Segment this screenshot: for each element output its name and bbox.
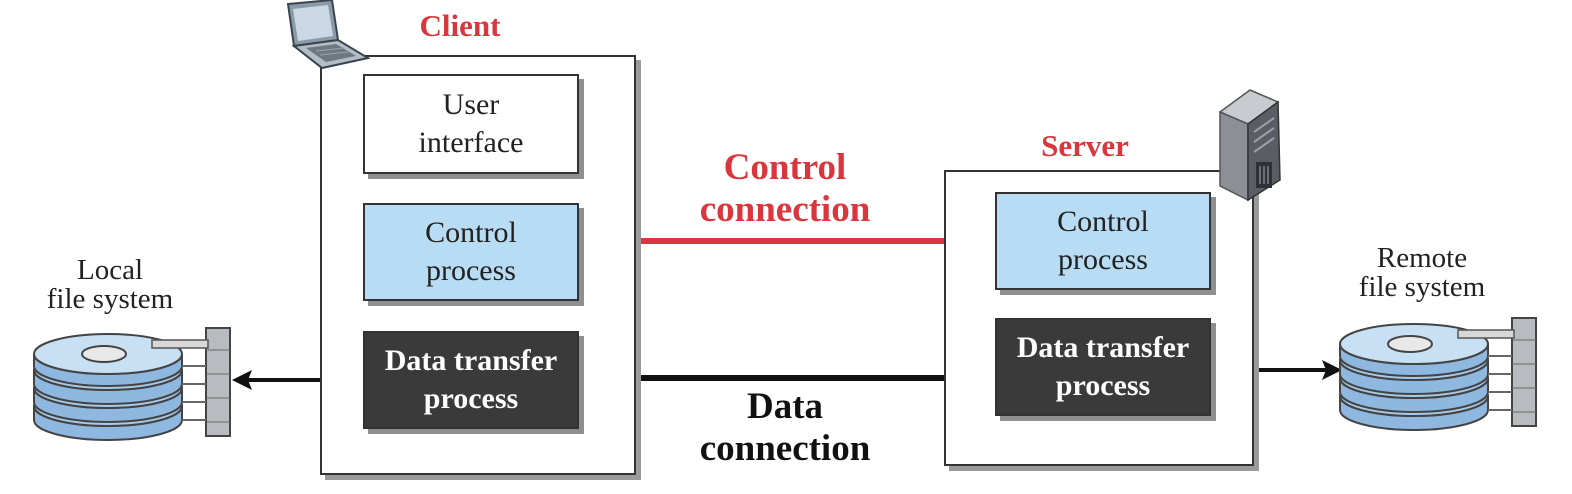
server-control-process-label: Control process [1057, 205, 1149, 276]
server-data-transfer-process-label: Data transfer process [1016, 331, 1190, 402]
server-control-process-box: Control process [995, 192, 1211, 290]
data-connection-label: Data connection [699, 386, 871, 469]
client-control-process-box: Control process [363, 203, 579, 301]
client-user-interface-box: User interface [363, 74, 579, 174]
server-data-transfer-process-box: Data transfer process [995, 318, 1211, 416]
disk-stack-icon [33, 327, 231, 441]
server-tower-icon [1218, 89, 1281, 202]
client-control-process-label: Control process [425, 216, 517, 287]
laptop-icon [286, 0, 371, 70]
disk-stack-icon [1339, 317, 1537, 431]
control-connection-label: Control connection [699, 147, 871, 230]
remote-file-system-label: Remote file system [1358, 242, 1486, 303]
client-title: Client [419, 8, 501, 43]
client-data-transfer-process-label: Data transfer process [384, 344, 558, 415]
client-data-transfer-process-box: Data transfer process [363, 331, 579, 429]
client-user-interface-label: User interface [418, 88, 524, 159]
server-title: Server [1041, 128, 1129, 163]
local-file-system-label: Local file system [46, 254, 174, 315]
